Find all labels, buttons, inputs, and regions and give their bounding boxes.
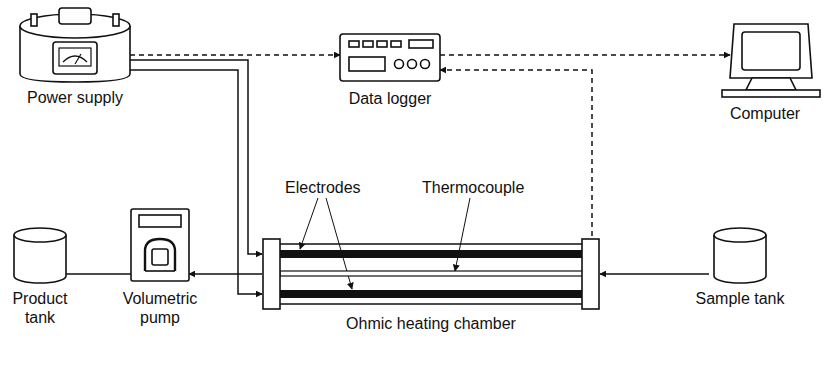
sample-tank: Sample tank [690, 225, 790, 308]
node-caption: Product tank [5, 289, 75, 327]
part-label: Electrodes [283, 178, 363, 197]
node-caption: Ohmic heating chamber [262, 314, 600, 333]
leader-line [300, 198, 318, 249]
flow-line [189, 273, 262, 275]
thermocouple [280, 271, 592, 276]
signal-line [440, 54, 730, 56]
leader-line [455, 198, 470, 271]
volumetric-pump-icon [115, 205, 205, 285]
product-tank-icon [5, 225, 75, 285]
product-tank: Product tank [5, 225, 75, 327]
node-caption: Power supply [15, 88, 135, 107]
flow-line [600, 273, 709, 275]
node-caption: Sample tank [690, 289, 790, 308]
electrode [280, 250, 582, 258]
node-caption: Data logger [335, 89, 445, 108]
signal-line [440, 70, 592, 272]
power-supply: Power supply [15, 4, 135, 107]
sample-tank-icon [690, 225, 790, 285]
volumetric-pump: Volumetric pump [115, 205, 205, 327]
signal-line [130, 54, 340, 56]
flow-line [130, 70, 262, 294]
computer: Computer [700, 20, 830, 123]
computer-icon [700, 20, 830, 100]
heating-chamber-icon [262, 238, 600, 310]
node-caption: Computer [700, 104, 830, 123]
node-caption: Volumetric pump [115, 289, 205, 327]
electrode [280, 290, 582, 298]
flow-line [130, 60, 262, 254]
part-label: Thermocouple [420, 178, 526, 197]
data-logger: Data logger [335, 30, 445, 108]
ohmic-heating-chamber: Ohmic heating chamber [262, 238, 600, 333]
data-logger-icon [335, 30, 445, 85]
power-supply-icon [15, 4, 135, 84]
